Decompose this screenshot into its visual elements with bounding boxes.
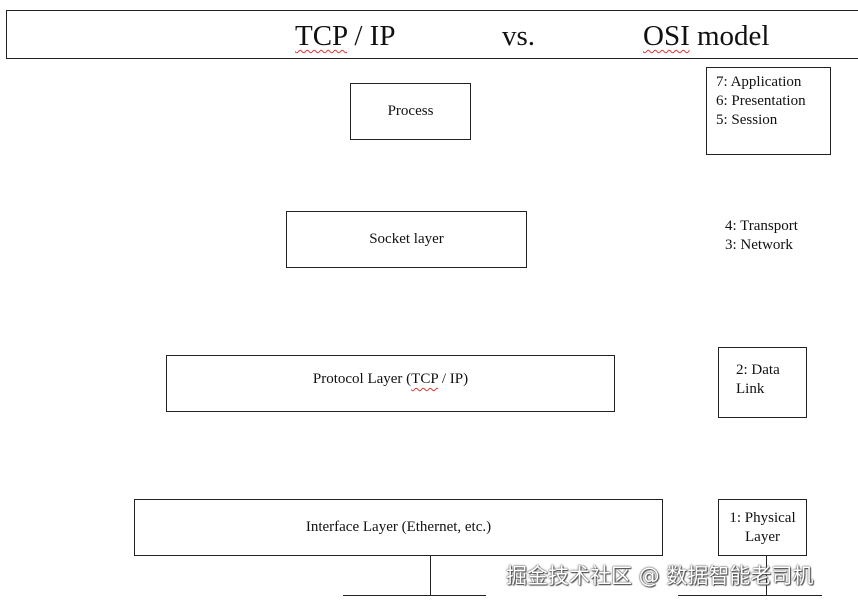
protocol-layer-box: Protocol Layer (TCP / IP): [166, 355, 615, 412]
osi-upper-box: [706, 67, 831, 155]
socket-layer-label: Socket layer: [369, 231, 444, 247]
physical-connector-vertical: [766, 556, 767, 596]
physical-connector-base: [678, 595, 822, 596]
protocol-prefix: Protocol Layer (: [312, 371, 412, 387]
title-vs: vs.: [502, 20, 536, 52]
title-tcp: TCP: [295, 20, 348, 52]
title-ip: / IP: [347, 20, 396, 52]
title-model: model: [689, 20, 770, 52]
title-osi: OSI: [643, 20, 690, 52]
protocol-layer-label: Protocol Layer (TCP / IP): [313, 370, 468, 389]
interface-layer-label: Interface Layer (Ethernet, etc.): [305, 519, 492, 535]
osi-physical-label: 1: Physical Layer: [729, 509, 796, 545]
title-osi-model: OSI model: [643, 18, 769, 54]
watermark-text: 掘金技术社区 @ 数据智能老司机: [506, 564, 814, 588]
osi-middle-label: 4: Transport 3: Network: [725, 218, 798, 253]
osi-datalink-box: [718, 347, 807, 418]
process-box: Process: [350, 83, 471, 140]
interface-connector-vertical: [430, 556, 431, 596]
interface-layer-box: Interface Layer (Ethernet, etc.): [134, 499, 663, 556]
title-bar: [6, 10, 858, 59]
process-label: Process: [387, 103, 434, 119]
title-tcpip: TCP / IP: [295, 18, 395, 54]
socket-layer-box: Socket layer: [286, 211, 527, 268]
osi-datalink-label: 2: Data Link: [736, 362, 780, 397]
protocol-tcp: TCP: [411, 371, 439, 387]
interface-connector-base: [343, 595, 486, 596]
osi-physical-box: 1: Physical Layer: [718, 499, 807, 556]
osi-upper-label: 7: Application 6: Presentation 5: Sessio…: [716, 74, 806, 128]
protocol-suffix: / IP): [438, 371, 469, 387]
